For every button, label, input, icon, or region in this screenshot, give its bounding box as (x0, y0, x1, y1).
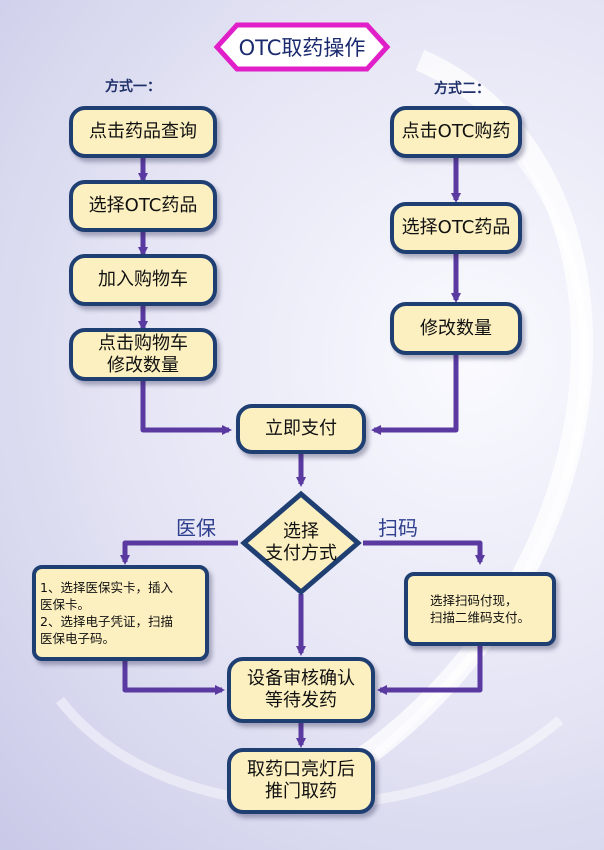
step-pay-now: 立即支付 (236, 404, 366, 454)
step-select-otc-right: 选择OTC药品 (390, 202, 522, 254)
step-add-cart: 加入购物车 (69, 254, 217, 306)
arrow-right-to-pay (371, 355, 459, 435)
step-query-drug: 点击药品查询 (69, 106, 217, 158)
step-select-otc-left: 选择OTC药品 (69, 180, 217, 232)
arrow-left-to-pay (140, 381, 232, 435)
step-otc-purchase: 点击OTC购药 (390, 106, 522, 158)
branch-label-insurance: 医保 (176, 516, 216, 540)
decision-diamond (240, 490, 362, 596)
step-cart-quantity: 点击购物车 修改数量 (69, 328, 217, 381)
arrow-decision-to-insurance (120, 540, 238, 565)
scan-instructions: 选择扫码付现， 扫描二维码支付。 (404, 572, 556, 646)
insurance-instructions: 1、选择医保实卡，插入 医保卡。 2、选择电子凭证，扫描 医保电子码。 (32, 565, 209, 661)
arrow-scan-to-confirm (377, 645, 483, 695)
arrow-decision-to-scan (363, 540, 485, 565)
step-pickup: 取药口亮灯后 推门取药 (227, 748, 375, 814)
arrow-insurance-to-confirm (122, 660, 225, 695)
method-one-label: 方式一： (105, 79, 161, 95)
decision-label: 选择 支付方式 (265, 521, 337, 564)
method-two-label: 方式二： (434, 81, 490, 97)
page-title: OTC取药操作 (238, 36, 366, 60)
branch-label-scan: 扫码 (378, 516, 418, 540)
step-confirm-dispense: 设备审核确认 等待发药 (227, 657, 375, 723)
step-modify-quantity: 修改数量 (390, 302, 522, 355)
